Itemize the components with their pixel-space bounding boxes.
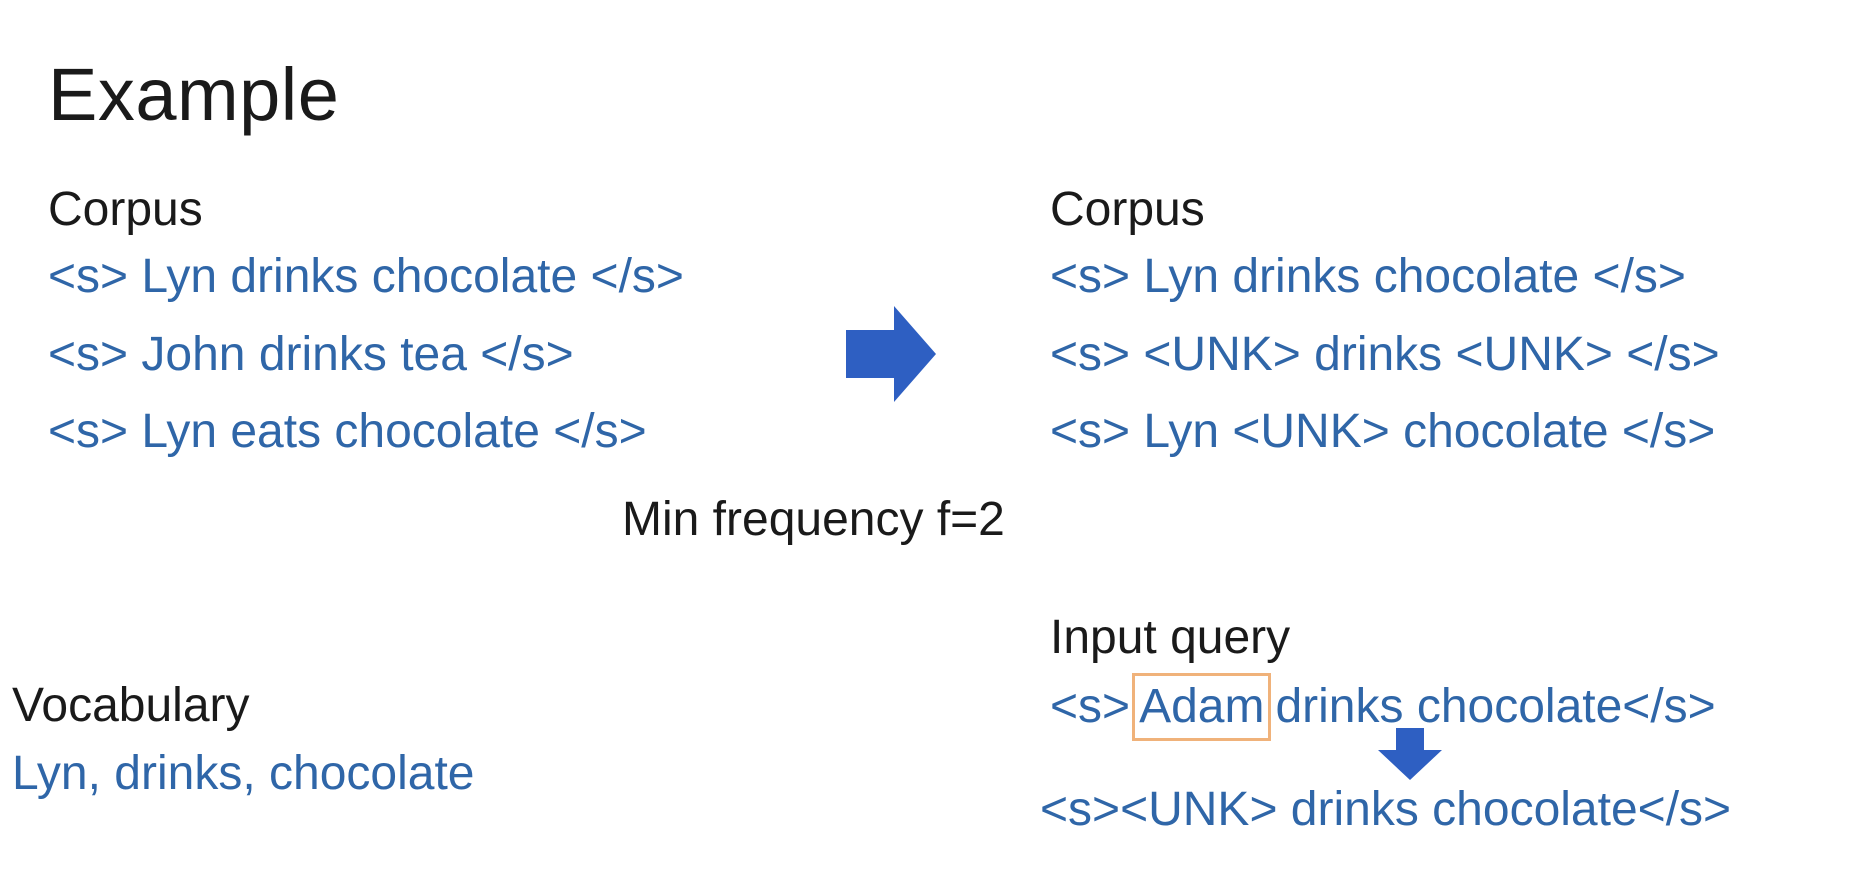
query-prefix: <s> bbox=[1050, 680, 1131, 733]
down-arrow-icon bbox=[1378, 728, 1442, 780]
query-suffix: drinks chocolate</s> bbox=[1275, 680, 1716, 733]
highlighted-unknown-word: Adam bbox=[1132, 673, 1272, 741]
right-corpus-sentence: <s> Lyn <UNK> chocolate </s> bbox=[1050, 405, 1716, 458]
vocabulary-heading: Vocabulary bbox=[12, 679, 250, 732]
right-corpus-heading: Corpus bbox=[1050, 183, 1205, 236]
right-corpus-sentence: <s> <UNK> drinks <UNK> </s> bbox=[1050, 328, 1720, 381]
slide-title: Example bbox=[48, 53, 340, 136]
right-arrow-icon bbox=[846, 306, 936, 402]
left-corpus-heading: Corpus bbox=[48, 183, 203, 236]
query-result-sentence: <s><UNK> drinks chocolate</s> bbox=[1040, 783, 1732, 836]
left-corpus-sentence: <s> Lyn eats chocolate </s> bbox=[48, 405, 647, 458]
vocabulary-values: Lyn, drinks, chocolate bbox=[12, 747, 475, 800]
left-corpus-sentence: <s> Lyn drinks chocolate </s> bbox=[48, 250, 684, 303]
right-corpus-sentence: <s> Lyn drinks chocolate </s> bbox=[1050, 250, 1686, 303]
left-corpus-sentence: <s> John drinks tea </s> bbox=[48, 328, 574, 381]
input-query-heading: Input query bbox=[1050, 611, 1291, 664]
min-frequency-label: Min frequency f=2 bbox=[622, 493, 1005, 546]
